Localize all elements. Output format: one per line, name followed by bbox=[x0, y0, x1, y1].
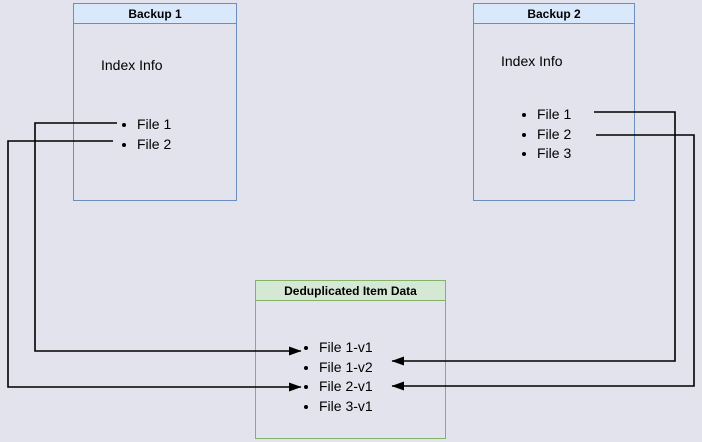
backup2-file-list: File 1 File 2 File 3 bbox=[524, 105, 571, 164]
backup1-body: Index Info File 1 File 2 bbox=[73, 24, 237, 201]
backup2-file-1: File 1 bbox=[537, 105, 571, 125]
backup1-title: Backup 1 bbox=[73, 3, 237, 24]
dedup-body: File 1-v1 File 1-v2 File 2-v1 File 3-v1 bbox=[255, 301, 446, 439]
dedup-file-3-v1: File 3-v1 bbox=[319, 397, 373, 417]
dedup-file-1-v1: File 1-v1 bbox=[319, 338, 373, 358]
backup2-index-info-label: Index Info bbox=[501, 53, 563, 69]
dedup-file-1-v2: File 1-v2 bbox=[319, 358, 373, 378]
dedup-file-2-v1: File 2-v1 bbox=[319, 377, 373, 397]
backup2-file-2: File 2 bbox=[537, 125, 571, 145]
dedup-box: Deduplicated Item Data File 1-v1 File 1-… bbox=[255, 280, 446, 439]
backup1-box: Backup 1 Index Info File 1 File 2 bbox=[73, 3, 237, 201]
backup2-box: Backup 2 Index Info File 1 File 2 File 3 bbox=[473, 3, 635, 201]
backup2-file-3: File 3 bbox=[537, 144, 571, 164]
dedup-title: Deduplicated Item Data bbox=[255, 280, 446, 301]
backup2-body: Index Info File 1 File 2 File 3 bbox=[473, 24, 635, 201]
dedup-item-list: File 1-v1 File 1-v2 File 2-v1 File 3-v1 bbox=[306, 338, 373, 416]
backup1-file-1: File 1 bbox=[137, 115, 171, 135]
backup1-file-2: File 2 bbox=[137, 135, 171, 155]
backup1-index-info-label: Index Info bbox=[101, 57, 163, 73]
backup2-title: Backup 2 bbox=[473, 3, 635, 24]
backup1-file-list: File 1 File 2 bbox=[124, 115, 171, 154]
